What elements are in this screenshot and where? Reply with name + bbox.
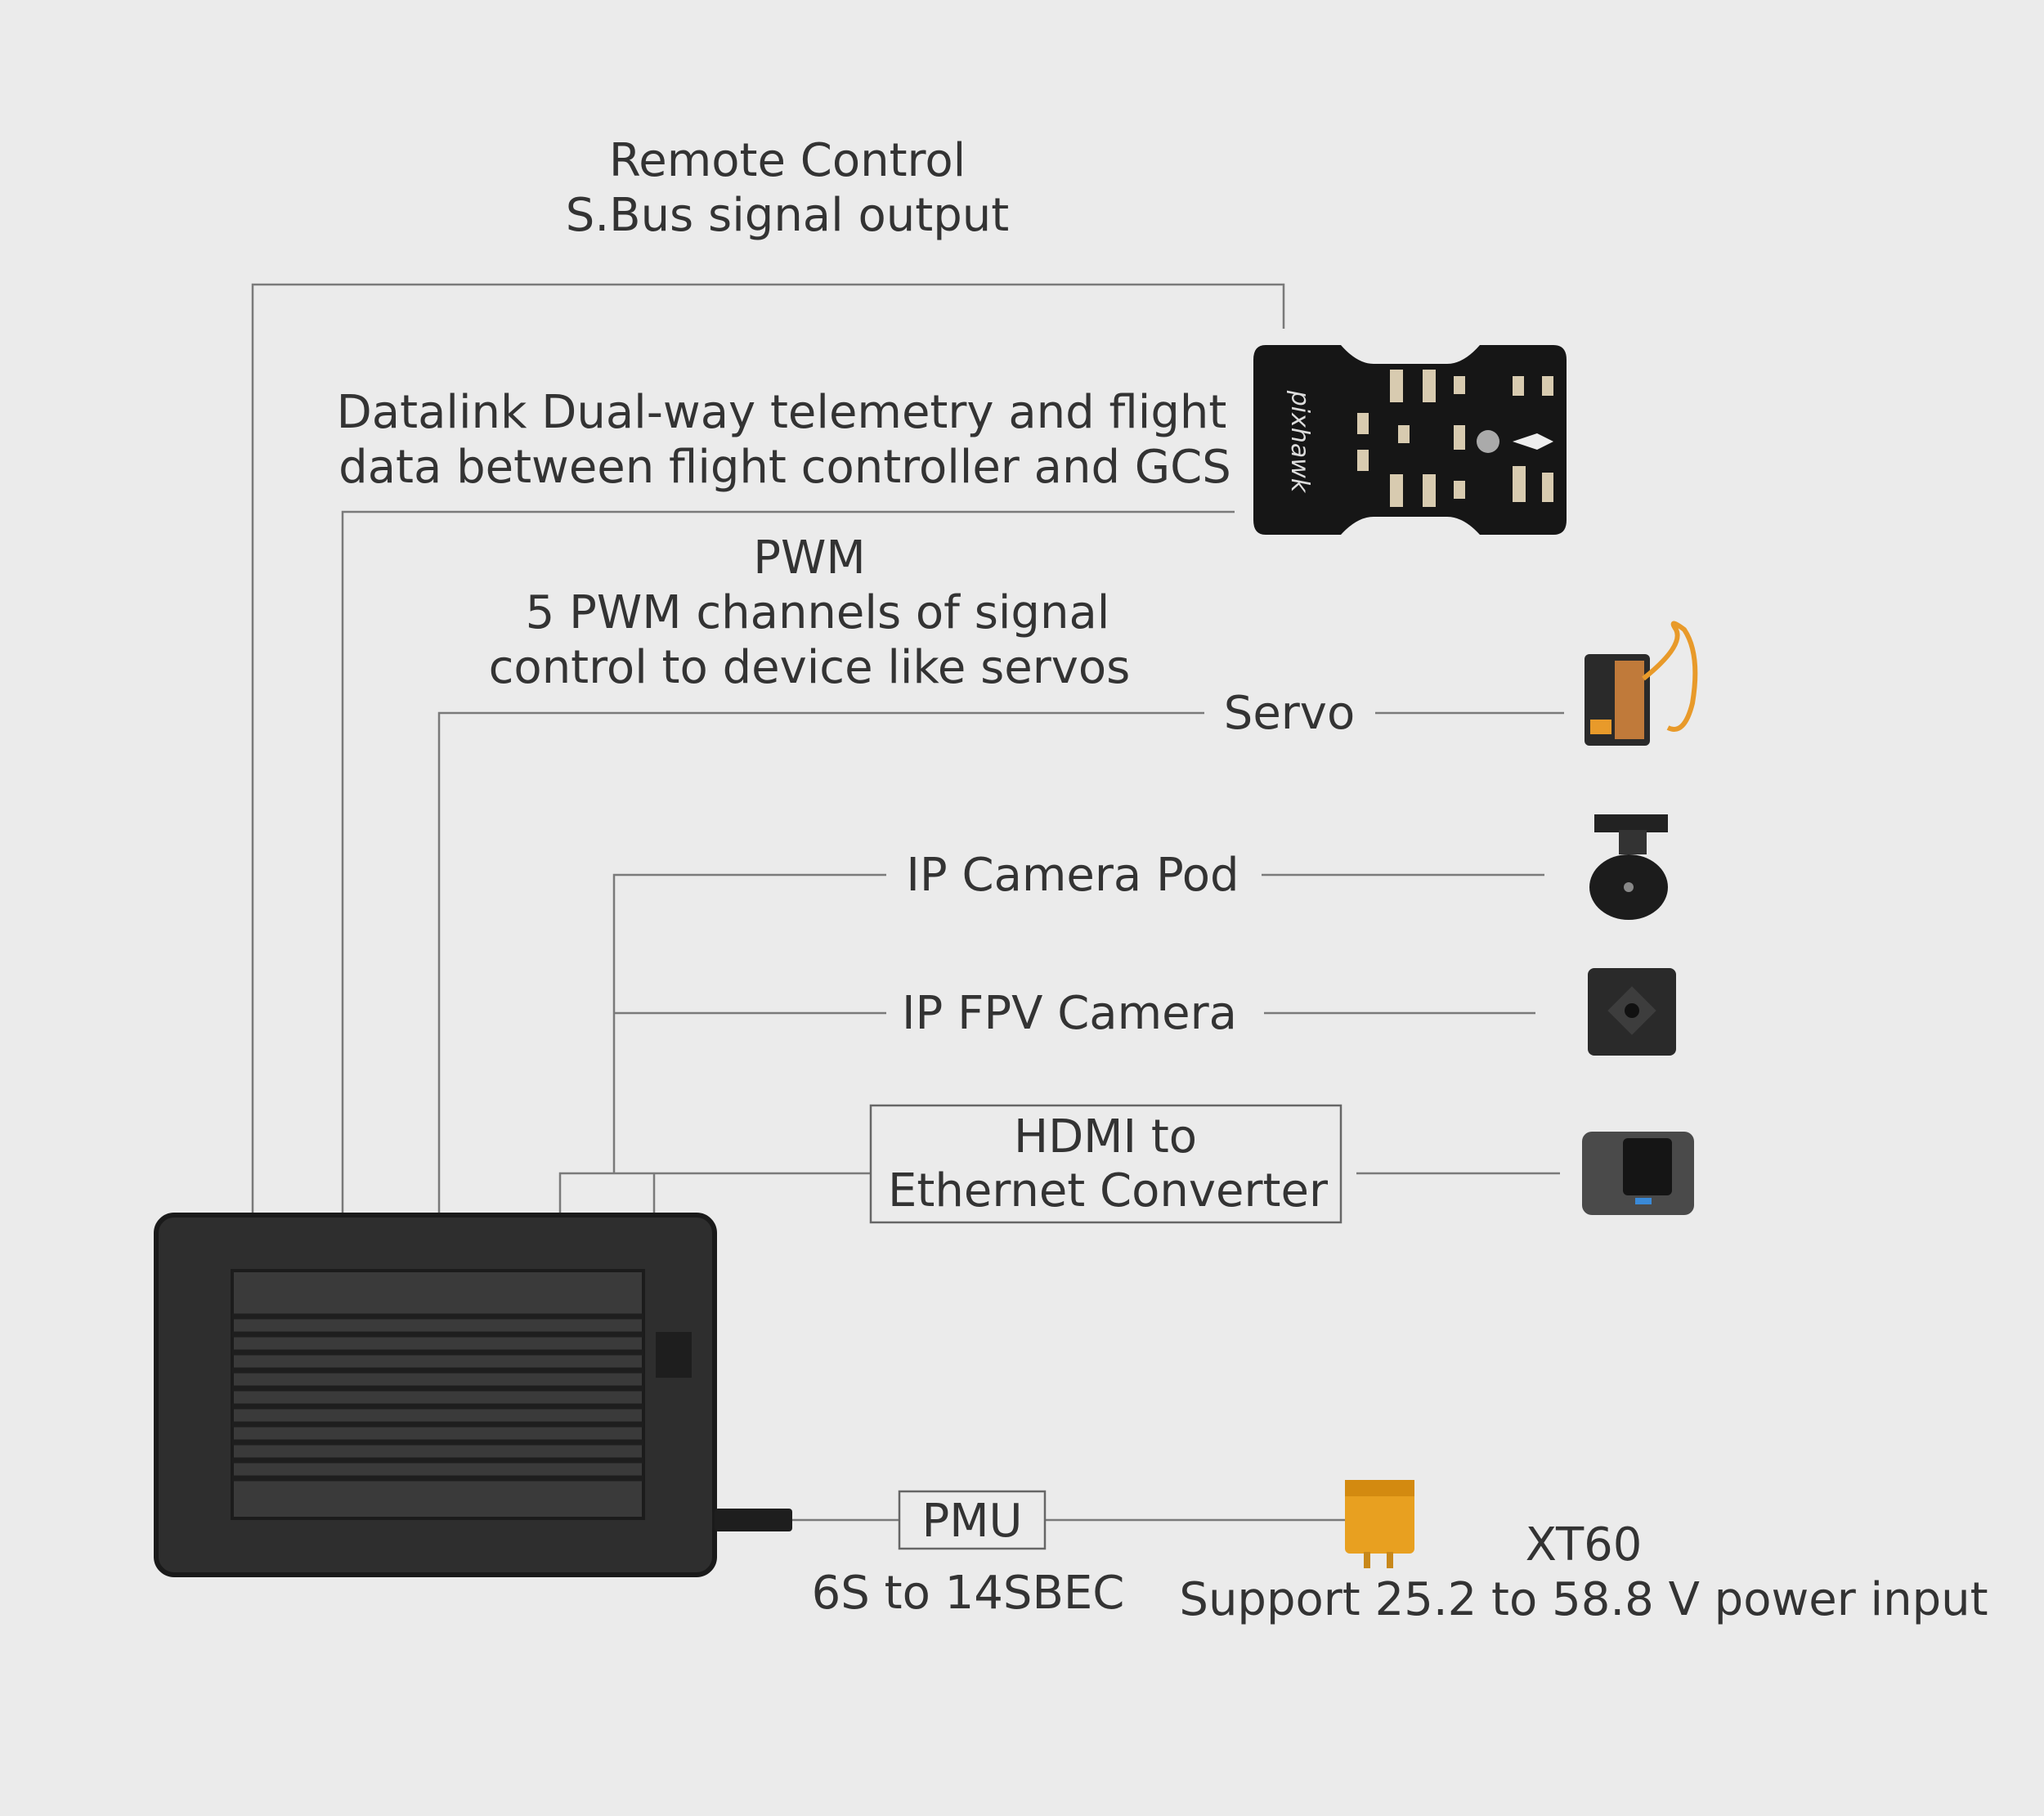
datalink-line [341, 510, 1235, 1215]
hdmi-line [558, 1172, 871, 1215]
pmu-label: PMU [921, 1495, 1022, 1548]
connection-lines [251, 283, 1564, 1522]
xt60-description: Support 25.2 to 58.8 V power input [1179, 1573, 1988, 1626]
flight-controller-image: pixhawk [1253, 345, 1567, 535]
pwm-title: PWM [753, 531, 865, 585]
pmu-box [898, 1490, 1047, 1550]
pixhawk-logo: pixhawk [1285, 390, 1314, 494]
sbus-line [251, 283, 1285, 1215]
xt60-connector-image [1345, 1480, 1414, 1568]
servo-image [1585, 621, 1698, 746]
fpv-camera-image [1588, 968, 1676, 1056]
pwm-line1: 5 PWM channels of signal [526, 586, 1110, 639]
ip-fpv-camera-label: IP FPV Camera [902, 987, 1237, 1040]
main-unit-image [154, 1213, 792, 1577]
xt60-title: XT60 [1526, 1518, 1643, 1572]
remote-control-subtitle: S.Bus signal output [566, 189, 1009, 242]
hdmi-converter-line1: HDMI to [1014, 1110, 1197, 1164]
pmu-note: 6S to 14SBEC [812, 1567, 1125, 1620]
ethernet-trunk-line [612, 873, 886, 1173]
datalink-line1: Datalink Dual-way telemetry and flight [337, 386, 1227, 439]
hdmi-converter-box [869, 1104, 1342, 1224]
datalink-line2: data between flight controller and GCS [338, 441, 1231, 494]
remote-control-title: Remote Control [609, 134, 966, 187]
servo-label: Servo [1224, 687, 1355, 740]
camera-pod-image [1589, 814, 1668, 920]
hdmi-converter-line2: Ethernet Converter [888, 1164, 1329, 1217]
pwm-line2: control to device like servos [489, 641, 1131, 694]
pwm-line [437, 711, 1204, 1215]
ip-camera-pod-label: IP Camera Pod [906, 849, 1239, 902]
action-camera-image [1582, 1132, 1694, 1215]
